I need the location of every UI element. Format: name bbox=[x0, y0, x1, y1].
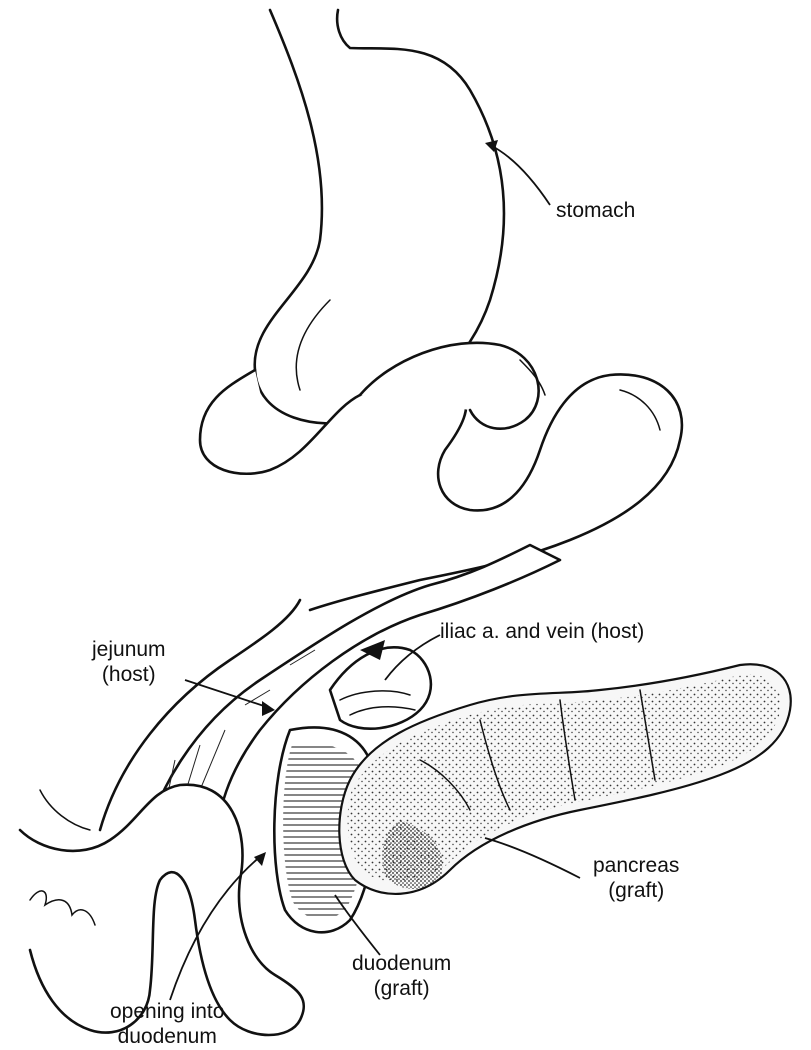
upper-bowel-loops bbox=[198, 341, 684, 612]
duodenum-label-line2: (graft) bbox=[373, 977, 430, 1000]
opening-label-line2: duodenum bbox=[117, 1025, 217, 1048]
leader-lines bbox=[169, 140, 581, 1001]
duodenum-label: duodenum (graft) bbox=[352, 951, 451, 1001]
duodenum-label-line1: duodenum bbox=[352, 952, 452, 975]
jejunum-label-line2: (host) bbox=[101, 663, 156, 686]
iliac-label-text: iliac a. and vein (host) bbox=[440, 620, 645, 643]
pancreas-label: pancreas (graft) bbox=[593, 853, 679, 903]
artist-signature bbox=[29, 890, 96, 926]
jejunum-label: jejunum (host) bbox=[92, 637, 166, 687]
jejunum-label-line1: jejunum bbox=[92, 638, 166, 661]
pancreas-label-line1: pancreas bbox=[593, 854, 680, 877]
pancreas-label-line2: (graft) bbox=[608, 879, 665, 902]
iliac-vessels bbox=[328, 640, 433, 731]
stomach-label: stomach bbox=[556, 198, 635, 223]
stomach-label-text: stomach bbox=[556, 199, 636, 222]
lower-bowel-loop bbox=[18, 783, 306, 1037]
pancreas-graft-illustration bbox=[338, 663, 792, 896]
iliac-label: iliac a. and vein (host) bbox=[440, 619, 644, 644]
opening-label: opening into duodenum bbox=[110, 999, 224, 1049]
opening-label-line1: opening into bbox=[110, 1000, 225, 1023]
